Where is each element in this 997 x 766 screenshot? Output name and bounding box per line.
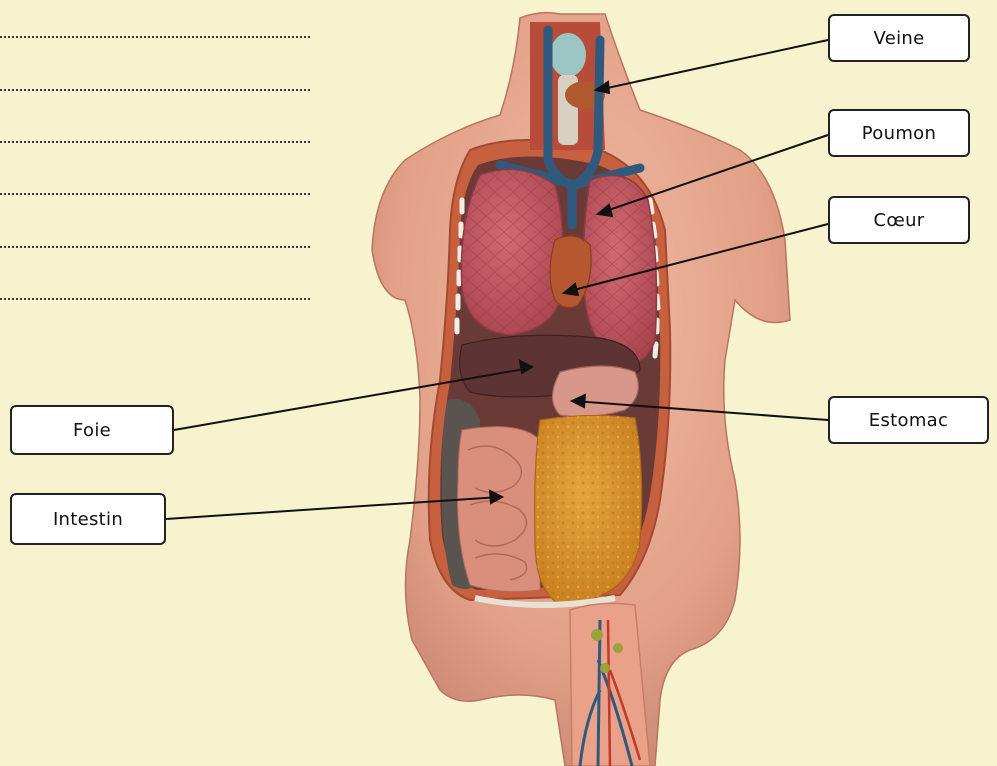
- label-coeur-text: Cœur: [874, 210, 925, 231]
- label-poumon[interactable]: Poumon: [828, 109, 970, 157]
- label-poumon-text: Poumon: [862, 123, 936, 144]
- leader-veine: [598, 40, 828, 90]
- label-foie-text: Foie: [73, 420, 111, 441]
- label-veine[interactable]: Veine: [828, 14, 970, 62]
- label-intestin[interactable]: Intestin: [10, 493, 166, 545]
- label-coeur[interactable]: Cœur: [828, 196, 970, 244]
- label-intestin-text: Intestin: [53, 509, 123, 530]
- label-veine-text: Veine: [874, 28, 925, 49]
- label-estomac[interactable]: Estomac: [828, 396, 989, 444]
- label-foie[interactable]: Foie: [10, 405, 174, 455]
- stomach: [553, 366, 639, 417]
- label-estomac-text: Estomac: [869, 410, 948, 431]
- intestine: [458, 427, 541, 592]
